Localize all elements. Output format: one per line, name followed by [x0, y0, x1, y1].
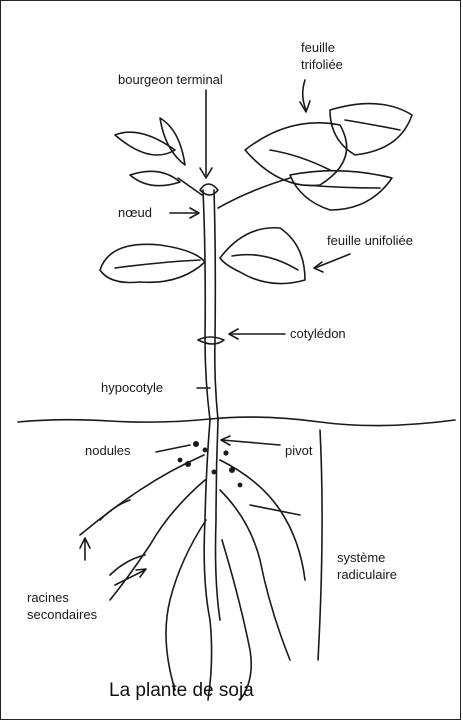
label-racines-line2: secondaires — [27, 607, 97, 623]
diagram-caption: La plante de soja — [109, 680, 254, 702]
label-noeud: nœud — [118, 205, 152, 221]
trifoliate-leaf-a — [245, 123, 347, 186]
upper-left-leaf-2 — [160, 118, 185, 165]
nodules-dots — [178, 441, 243, 487]
label-nodules: nodules — [85, 443, 131, 459]
secondary-root-5 — [166, 520, 206, 690]
cotyledon-shape — [198, 337, 224, 344]
secondary-root-1 — [80, 455, 204, 535]
label-racines-line1: racines — [27, 590, 69, 606]
label-feuille-unifoliee: feuille unifoliée — [327, 233, 413, 249]
label-systeme-line2: radiculaire — [337, 567, 397, 583]
label-feuille-trifoliee-line1: feuille — [301, 40, 335, 56]
label-feuille-trifoliee-line2: trifoliée — [301, 57, 343, 73]
tap-root — [204, 420, 211, 700]
label-hypocotyle: hypocotyle — [101, 380, 163, 396]
secondary-root-3 — [220, 460, 305, 580]
upper-left-leaf-3 — [130, 171, 180, 185]
label-pivot: pivot — [285, 443, 312, 459]
main-stem — [203, 190, 210, 420]
ground-line — [18, 417, 455, 425]
label-systeme-line1: système — [337, 550, 385, 566]
secondary-root-2 — [110, 480, 205, 600]
label-bourgeon-terminal: bourgeon terminal — [118, 72, 223, 88]
trifoliate-leaf-c — [290, 171, 392, 210]
upper-left-leaf-1 — [115, 132, 175, 155]
secondary-root-4 — [220, 490, 290, 660]
secondary-root-6 — [222, 540, 251, 700]
label-cotyledon: cotylédon — [290, 326, 346, 342]
